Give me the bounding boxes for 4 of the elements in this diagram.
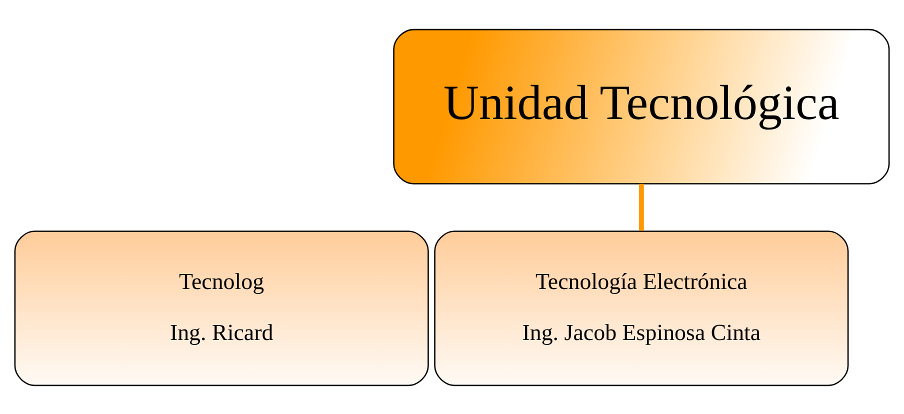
connector [638,183,644,230]
node-box: Tecnología Electrónica Ing. Jacob Espinosa Cinta [434,230,849,386]
node-box: Tecnolog Ing. Ricard [14,230,429,386]
node-box: Unidad Tecnológica [393,28,890,184]
